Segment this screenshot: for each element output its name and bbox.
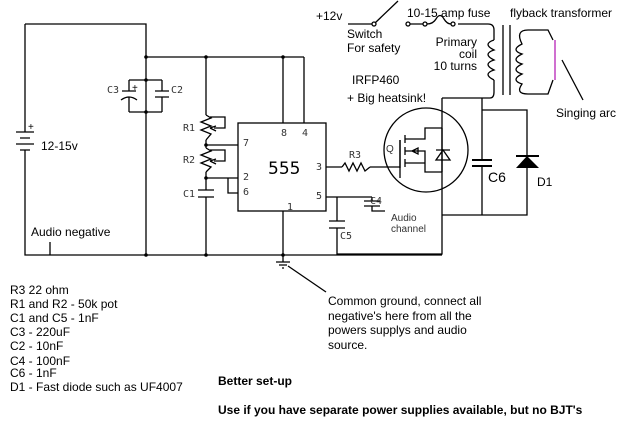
ic-label: 555: [268, 159, 300, 179]
c5-label: C5: [340, 231, 352, 242]
parts-list-item: C1 and C5 - 1nF: [10, 311, 99, 325]
c6-label: C6: [488, 169, 506, 185]
parts-list-item: C6 - 1nF: [10, 366, 57, 380]
ground-note-line: Common ground, connect all: [328, 294, 481, 308]
potentiometer-r1-icon: [199, 114, 226, 141]
supply-label: +12v: [316, 9, 342, 23]
resistor-r3-icon: [341, 161, 371, 173]
footer-note: Use if you have separate power supplies …: [218, 403, 583, 417]
r2-label: R2: [183, 155, 195, 166]
switch-note: For safety: [347, 41, 400, 55]
ground-note: Common ground, connect all negative's he…: [328, 294, 481, 352]
ic-555: [237, 122, 327, 212]
pin-6: 6: [243, 187, 249, 198]
q-label: Q: [386, 144, 394, 155]
pin-3: 3: [316, 162, 322, 173]
ground-leader-line: [287, 265, 327, 293]
capacitor-c3-c2: +: [120, 79, 169, 113]
parts-list-item: C4 - 100nF: [10, 354, 70, 368]
c4-label: C4: [370, 196, 382, 207]
svg-text:+: +: [28, 122, 34, 133]
d1-label: D1: [537, 175, 553, 189]
parts-list-item: D1 - Fast diode such as UF4007: [10, 380, 183, 394]
r3-label: R3: [349, 150, 361, 161]
audio-channel-label-2: channel: [391, 224, 426, 235]
parts-list-item: C2 - 10nF: [10, 339, 63, 353]
mosfet-label: IRFP460: [352, 73, 400, 87]
fuse-label: 10-15 amp fuse: [407, 6, 491, 20]
potentiometer-r2-icon: [199, 147, 226, 173]
svg-text:+: +: [132, 83, 138, 94]
pin-2: 2: [243, 172, 249, 183]
parts-list-item: R3 22 ohm: [10, 283, 69, 297]
ground-icon: [276, 261, 290, 269]
battery-icon: +: [16, 122, 34, 151]
arc-leader-line: [561, 59, 584, 101]
switch-icon[interactable]: [348, 0, 399, 25]
primary-label-2: coil: [459, 47, 477, 61]
primary-label: Primary: [436, 35, 477, 49]
r1-label: R1: [183, 123, 195, 134]
ground-note-line: source.: [328, 338, 367, 352]
capacitor-c5-icon: [329, 220, 345, 229]
ground-note-line: negative's here from all the: [328, 309, 472, 323]
battery-label: 12-15v: [41, 139, 78, 153]
arc-label: Singing arc: [556, 106, 616, 120]
pin-4: 4: [302, 128, 308, 139]
audio-channel-label: Audio: [391, 213, 417, 224]
pin-5: 5: [316, 191, 322, 202]
transformer-label: flyback transformer: [510, 6, 612, 20]
heatsink-label: + Big heatsink!: [347, 91, 426, 105]
capacitor-c6-icon: [472, 159, 492, 167]
diode-d1-icon: [516, 155, 539, 168]
parts-list: R3 22 ohm R1 and R2 - 50k pot C1 and C5 …: [10, 283, 183, 394]
pin-7: 7: [243, 138, 249, 149]
c2-label: C2: [171, 85, 183, 96]
parts-list-item: C3 - 220uF: [10, 325, 70, 339]
parts-list-item: R1 and R2 - 50k pot: [10, 297, 118, 311]
c3-label: C3: [107, 85, 119, 96]
transformer-icon: [487, 25, 554, 95]
pin-8: 8: [281, 128, 287, 139]
footer-title: Better set-up: [218, 374, 292, 388]
mosfet-icon: [383, 107, 469, 193]
primary-label-3: 10 turns: [434, 59, 477, 73]
c1-label: C1: [183, 189, 195, 200]
pin-1: 1: [287, 202, 293, 213]
fuse-icon: [405, 14, 456, 27]
audio-negative-label: Audio negative: [31, 225, 111, 239]
junction-dots: [144, 55, 285, 257]
ground-note-line: powers supplys and audio: [328, 323, 467, 337]
capacitor-c1-icon: [198, 189, 214, 198]
switch-label: Switch: [347, 27, 382, 41]
